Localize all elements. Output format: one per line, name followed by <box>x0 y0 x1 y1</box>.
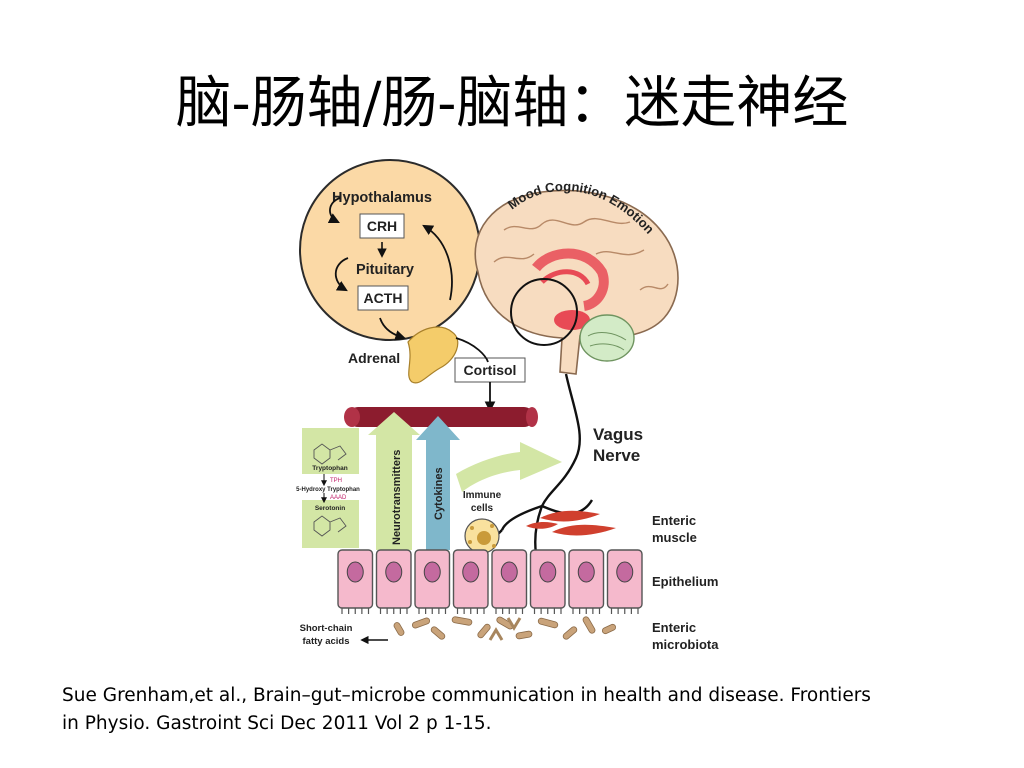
epithelial-cell <box>452 549 489 614</box>
neurotransmitters-arrow: Neurotransmitters <box>368 412 420 550</box>
epithelial-cell <box>529 549 566 614</box>
epithelium-layer <box>337 549 643 614</box>
epithelial-cell <box>414 549 451 614</box>
cortisol-label: Cortisol <box>464 362 517 378</box>
tryptophan-label: Tryptophan <box>312 465 347 472</box>
hpa-axis-circle: Hypothalamus CRH Pituitary ACTH <box>299 159 481 341</box>
cytokines-label: Cytokines <box>433 467 445 520</box>
citation-line-1: Sue Grenham,et al., Brain–gut–microbe co… <box>62 685 871 706</box>
serotonin-pathway: Tryptophan TPH 5-Hydroxy Tryptophan AAAD… <box>296 428 360 548</box>
brain-gut-axis-diagram: Hypothalamus CRH Pituitary ACTH Adrenal … <box>296 159 719 652</box>
pituitary-label: Pituitary <box>356 262 414 278</box>
enteric-microbiota <box>393 616 617 641</box>
serotonin-label: Serotonin <box>315 505 345 512</box>
aaad-enzyme-label: AAAD <box>330 495 347 501</box>
epithelial-cell <box>491 549 528 614</box>
scfa-label-line2: fatty acids <box>303 636 350 647</box>
epithelial-cell <box>606 549 643 614</box>
citation-line-2: in Physio. Gastroint Sci Dec 2011 Vol 2 … <box>62 713 492 734</box>
epithelium-label: Epithelium <box>652 574 718 589</box>
vagus-nerve-label-line2: Nerve <box>593 446 640 465</box>
curved-green-arrow <box>456 442 562 492</box>
hydroxy-tryptophan-label: 5-Hydroxy Tryptophan <box>296 487 360 493</box>
enteric-muscle-label-line2: muscle <box>652 530 697 545</box>
neurotransmitters-label: Neurotransmitters <box>391 450 403 545</box>
citation: Sue Grenham,et al., Brain–gut–microbe co… <box>62 682 982 738</box>
brain-illustration: Mood Cognition Emotion <box>474 179 679 375</box>
enteric-muscle <box>526 510 616 536</box>
adrenal-gland <box>407 326 459 384</box>
acth-label: ACTH <box>364 290 403 306</box>
vagus-nerve-label-line1: Vagus <box>593 425 643 444</box>
enteric-muscle-label-line1: Enteric <box>652 513 696 528</box>
tph-enzyme-label: TPH <box>330 478 342 484</box>
cytokines-arrow: Cytokines <box>416 416 460 550</box>
immune-cells-label-line1: Immune <box>463 490 502 501</box>
epithelial-cell <box>568 549 605 614</box>
crh-label: CRH <box>367 218 397 234</box>
scfa-label-line1: Short-chain <box>300 623 353 634</box>
adrenal-label: Adrenal <box>348 350 400 366</box>
immune-cell <box>464 518 500 554</box>
slide-title: 脑-肠轴/肠-脑轴：迷走神经 <box>175 71 849 136</box>
epithelial-cell <box>375 549 412 614</box>
enteric-microbiota-label-line2: microbiota <box>652 637 719 652</box>
immune-cells-label-line2: cells <box>471 503 494 514</box>
enteric-microbiota-label-line1: Enteric <box>652 620 696 635</box>
hypothalamus-label: Hypothalamus <box>332 190 432 206</box>
epithelial-cell <box>337 549 374 614</box>
